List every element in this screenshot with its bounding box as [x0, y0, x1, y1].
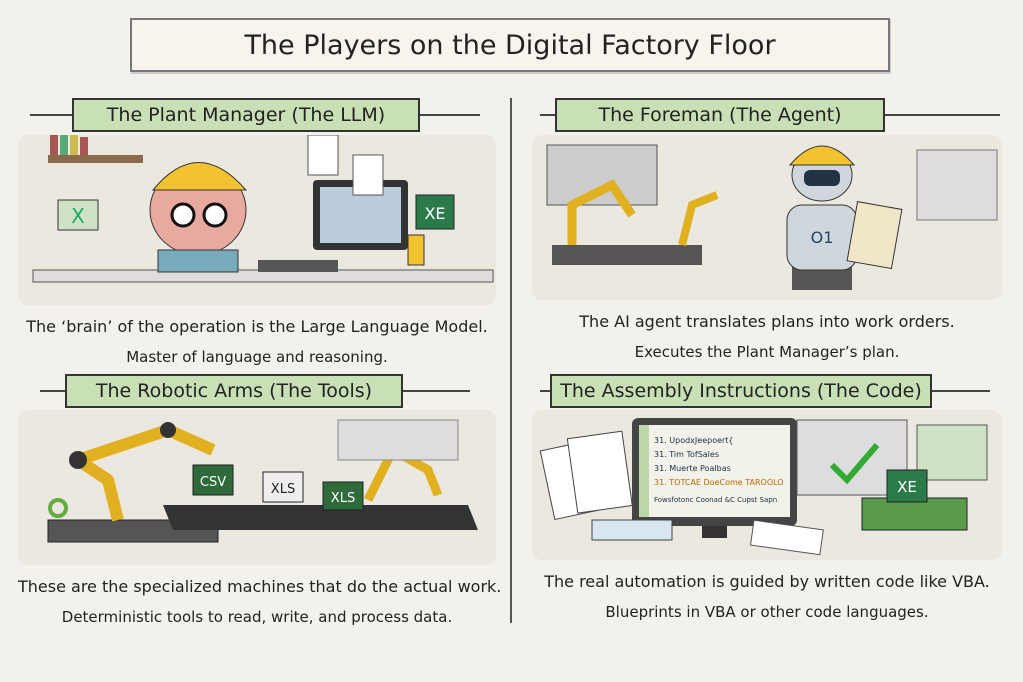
- code-line: 31. Tim TofSales: [654, 450, 719, 459]
- xls-badge: XLS: [271, 482, 295, 497]
- caption-line1: The AI agent translates plans into work …: [579, 312, 955, 331]
- panel-header-assembly-instructions: The Assembly Instructions (The Code): [550, 374, 932, 408]
- caption-line2: Executes the Plant Manager’s plan.: [634, 343, 900, 361]
- excel-x-badge: X: [71, 204, 85, 228]
- panel-header-robotic-arms: The Robotic Arms (The Tools): [65, 374, 403, 408]
- caption-line2: Blueprints in VBA or other code language…: [605, 603, 929, 621]
- caption-line1: The ‘brain’ of the operation is the Larg…: [26, 317, 488, 336]
- panel-header-plant-manager: The Plant Manager (The LLM): [72, 98, 420, 132]
- robotic-arms-illustration: CSV XLS XLS: [18, 410, 496, 565]
- assembly-instructions-caption: The real automation is guided by written…: [532, 567, 1002, 627]
- foreman-caption: The AI agent translates plans into work …: [532, 307, 1002, 367]
- csv-badge: CSV: [200, 475, 226, 490]
- robotic-arms-caption: These are the specialized machines that …: [18, 572, 502, 632]
- code-line: 31. TOTCAE DoeCome TAROOLO: [654, 478, 784, 487]
- excel-icon-badge: XE: [897, 478, 917, 496]
- caption-line1: The real automation is guided by written…: [544, 572, 990, 591]
- page-title: The Players on the Digital Factory Floor: [130, 18, 890, 72]
- code-line: 31. Muerte Poalbas: [654, 464, 731, 473]
- caption-line2: Master of language and reasoning.: [126, 348, 388, 366]
- foreman-illustration: O1: [532, 135, 1002, 300]
- agent-o1-badge: O1: [811, 228, 834, 247]
- excel-icon-badge: XE: [424, 204, 445, 223]
- caption-line2: Deterministic tools to read, write, and …: [61, 608, 453, 626]
- plant-manager-illustration: X XE: [18, 130, 496, 305]
- center-divider: [510, 98, 512, 623]
- caption-line1: These are the specialized machines that …: [18, 577, 502, 596]
- code-line: 31. UpodxJeepoert{: [654, 436, 734, 445]
- panel-header-foreman: The Foreman (The Agent): [555, 98, 885, 132]
- xls-badge: XLS: [331, 491, 355, 506]
- code-line: Fowsfotonc Coonad &C Cupst Sapn: [654, 496, 777, 504]
- plant-manager-caption: The ‘brain’ of the operation is the Larg…: [18, 312, 496, 372]
- assembly-instructions-illustration: 31. UpodxJeepoert{ 31. Tim TofSales 31. …: [532, 410, 1002, 560]
